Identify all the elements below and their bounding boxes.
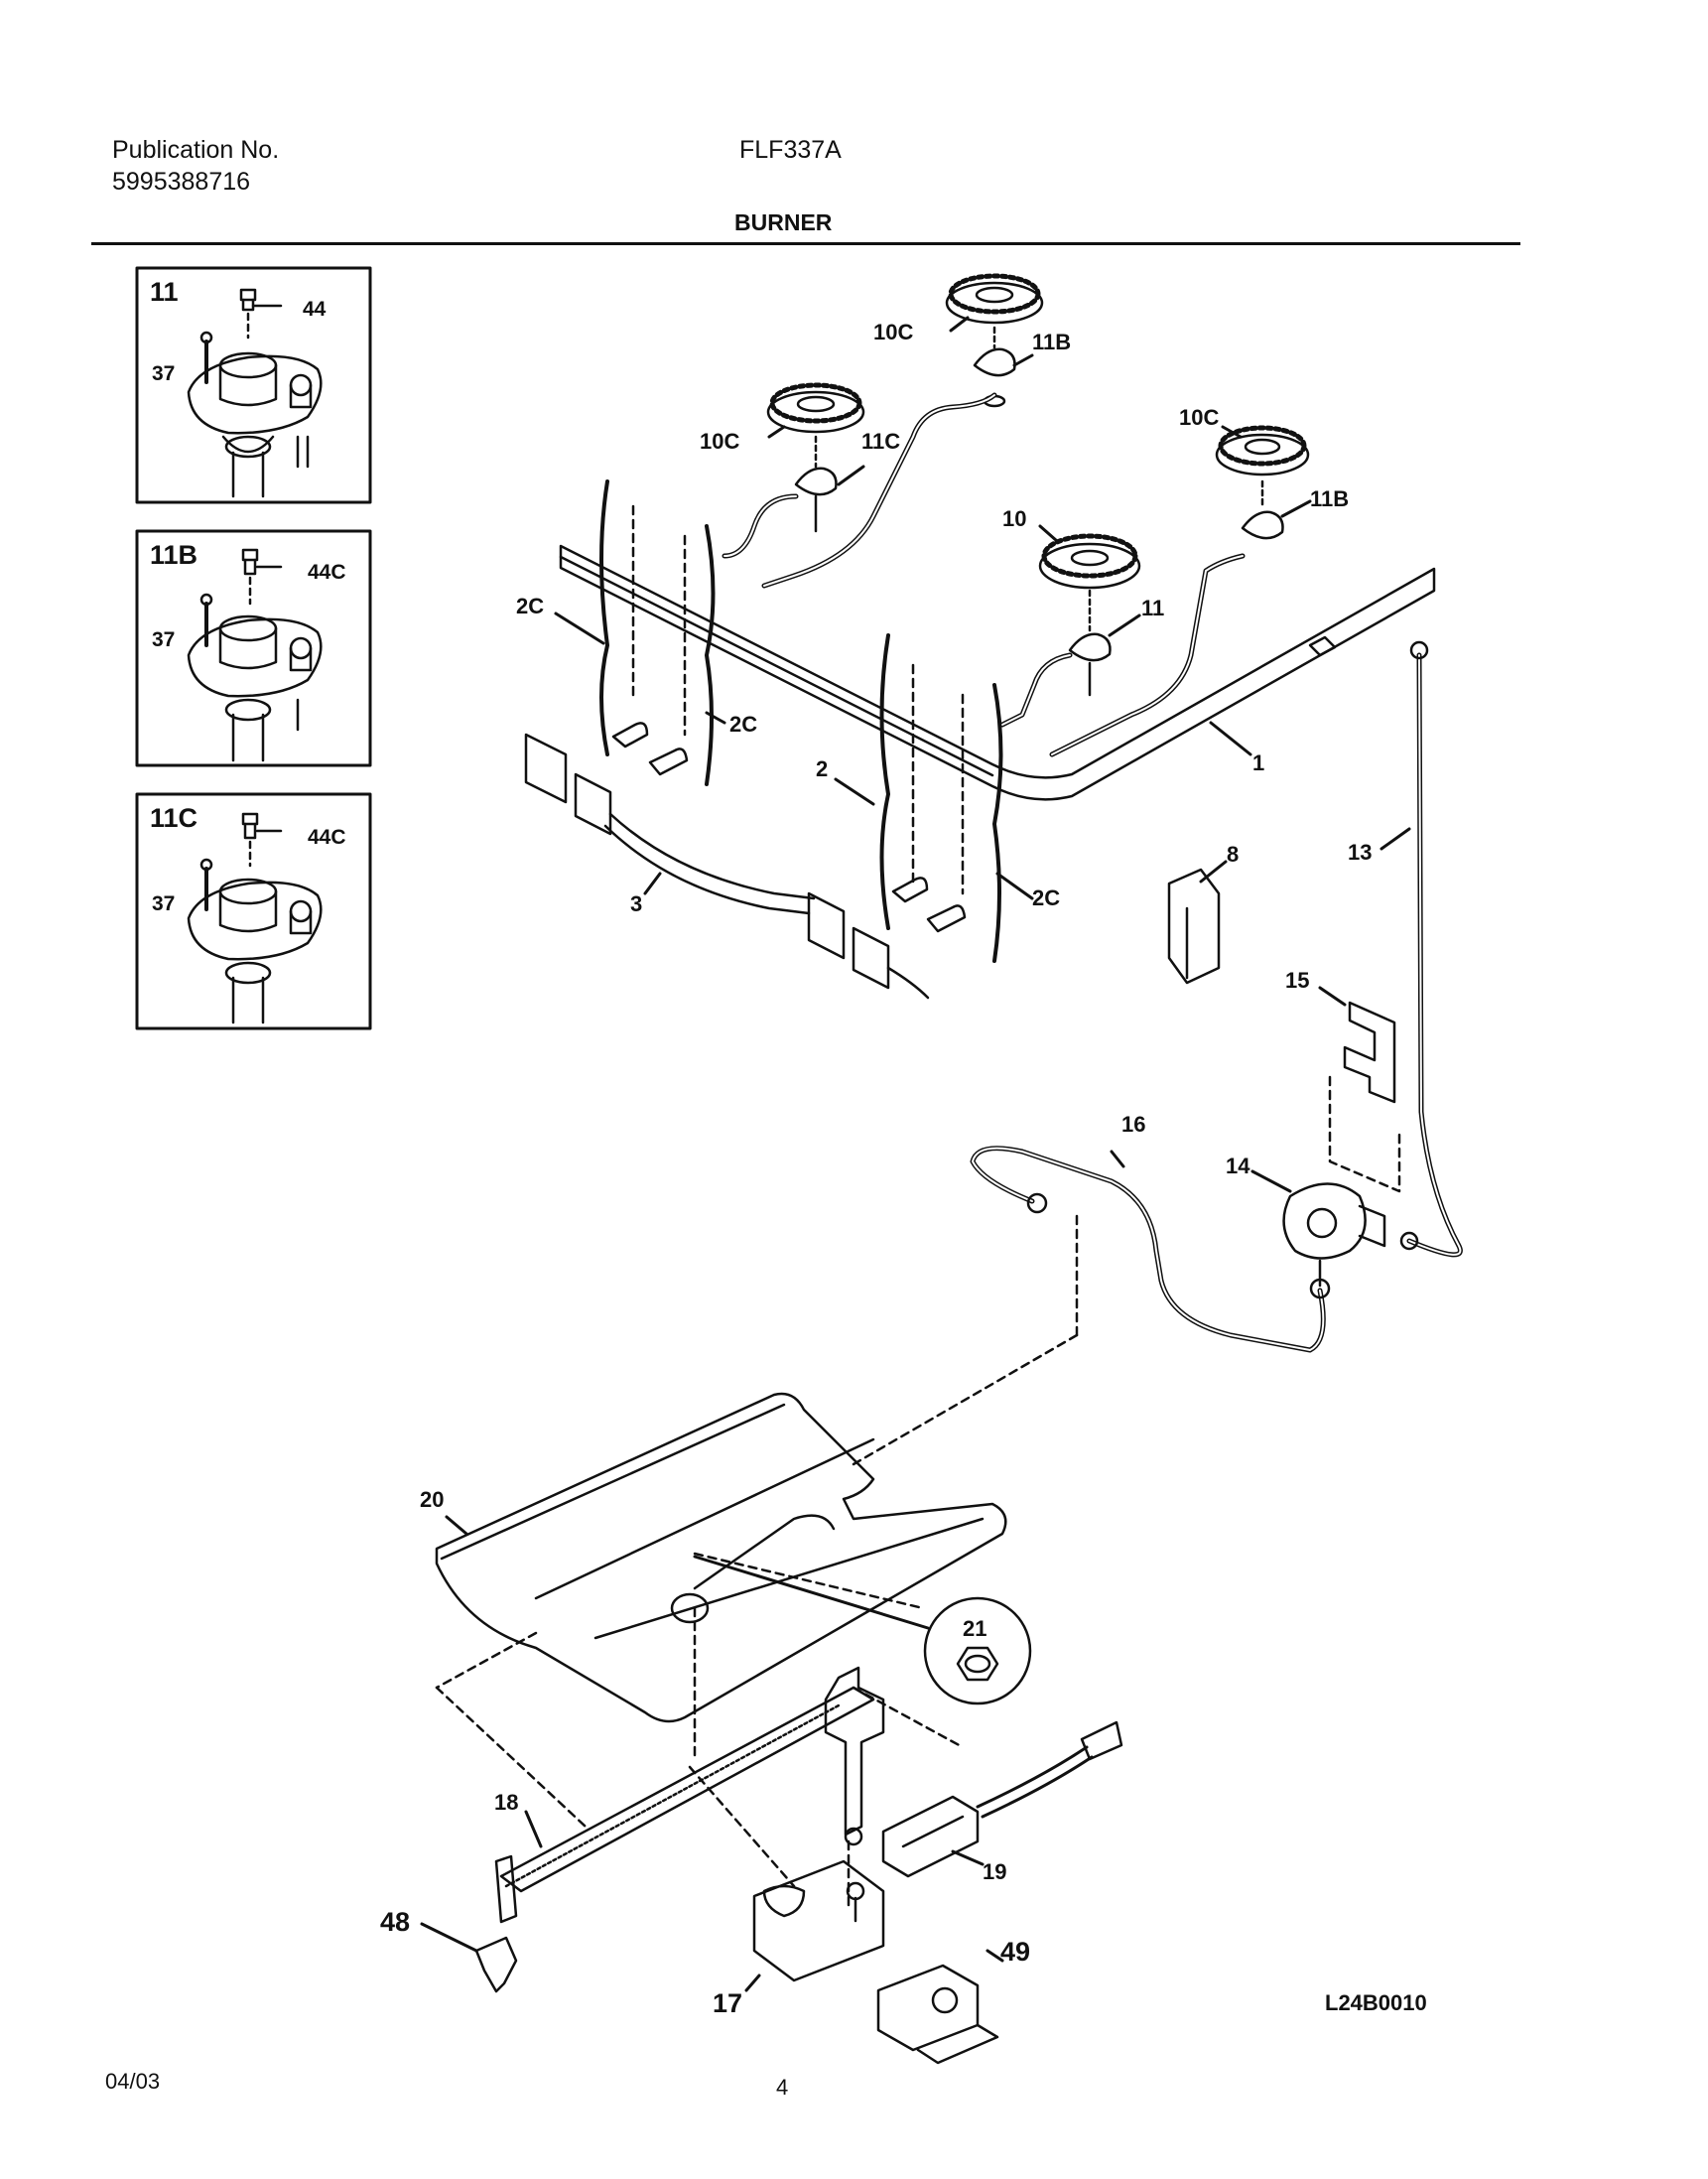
callout-15: 15 [1285, 968, 1309, 993]
valve-cluster-left [599, 479, 716, 786]
callout-18: 18 [494, 1790, 518, 1815]
model-number: FLF337A [739, 136, 842, 164]
inset-title-11B: 11B [150, 540, 197, 570]
inset-label-44C-b: 44C [308, 826, 346, 849]
callout-19: 19 [983, 1859, 1006, 1884]
supply-tube-16 [852, 1146, 1331, 1466]
callout-11: 11 [1141, 596, 1164, 620]
inset-title-11C: 11C [150, 803, 197, 833]
callout-13: 13 [1348, 840, 1372, 865]
bracket-49 [876, 1964, 999, 2065]
callout-16: 16 [1121, 1112, 1145, 1137]
callout-10C: 10C [873, 320, 913, 344]
callout-2: 2 [816, 756, 828, 781]
inset-label-44C-a: 44C [308, 561, 346, 584]
inset-valve-11B [135, 529, 372, 767]
callout-2C: 2C [729, 712, 757, 737]
inset-valve-11C [135, 792, 372, 1030]
burner-head-10 [1038, 533, 1141, 590]
callout-8: 8 [1227, 842, 1239, 867]
callout-2C: 2C [516, 594, 544, 618]
pressure-regulator-14 [1282, 1182, 1386, 1288]
callout-11B: 11B [1310, 486, 1349, 511]
callout-11B: 11B [1032, 330, 1071, 354]
oven-igniter-19 [881, 1720, 1123, 1878]
callout-10: 10 [1002, 506, 1026, 531]
callout-17: 17 [713, 1988, 742, 2018]
inset-label-44: 44 [303, 298, 327, 321]
callout-21: 21 [963, 1616, 986, 1641]
inset-label-37-c: 37 [152, 892, 175, 915]
valve-11 [1068, 589, 1112, 697]
ignition-harness-3 [524, 733, 930, 1000]
valve-cluster-right [879, 633, 1003, 963]
valve-11C [794, 435, 838, 533]
header-divider [91, 242, 1520, 245]
section-title: BURNER [734, 209, 833, 235]
bracket-48 [474, 1936, 518, 1993]
burner-orifice-holder [824, 1666, 885, 1846]
drawing-code: L24B0010 [1325, 1990, 1427, 2015]
spark-module-8 [1167, 868, 1221, 985]
nut-21-detail [923, 1596, 1032, 1705]
footer-date: 04/03 [105, 2069, 161, 2094]
callout-3: 3 [630, 891, 642, 916]
callout-10C: 10C [1179, 405, 1219, 430]
publication-number: 5995388716 [112, 168, 251, 196]
bake-burner-18 [494, 1686, 875, 1924]
bracket-15 [1328, 1001, 1401, 1193]
callout-11C: 11C [861, 429, 900, 454]
burner-head-10C-left [766, 382, 865, 434]
page-number: 4 [776, 2075, 789, 2100]
callout-1: 1 [1252, 750, 1264, 775]
inset-valve-11 [135, 266, 372, 504]
callout-49: 49 [1000, 1937, 1030, 1967]
inset-label-37-a: 37 [152, 362, 175, 385]
publication-label: Publication No. [112, 136, 280, 164]
burner-head-10C-rear-left [945, 273, 1044, 325]
inset-title-11: 11 [150, 277, 179, 307]
valve-11B-right [1241, 479, 1284, 540]
supply-tube-13 [1399, 640, 1463, 1258]
callout-10C: 10C [700, 429, 739, 454]
burner-head-10C-right [1215, 425, 1310, 477]
callout-2C: 2C [1032, 885, 1060, 910]
callout-14: 14 [1226, 1154, 1250, 1178]
safety-valve-17 [752, 1859, 885, 1982]
callout-48: 48 [380, 1907, 410, 1937]
callout-20: 20 [420, 1487, 444, 1512]
burner-baffle-20 [435, 1392, 1007, 1723]
inset-label-37-b: 37 [152, 628, 175, 651]
manifold-1 [559, 544, 1436, 801]
